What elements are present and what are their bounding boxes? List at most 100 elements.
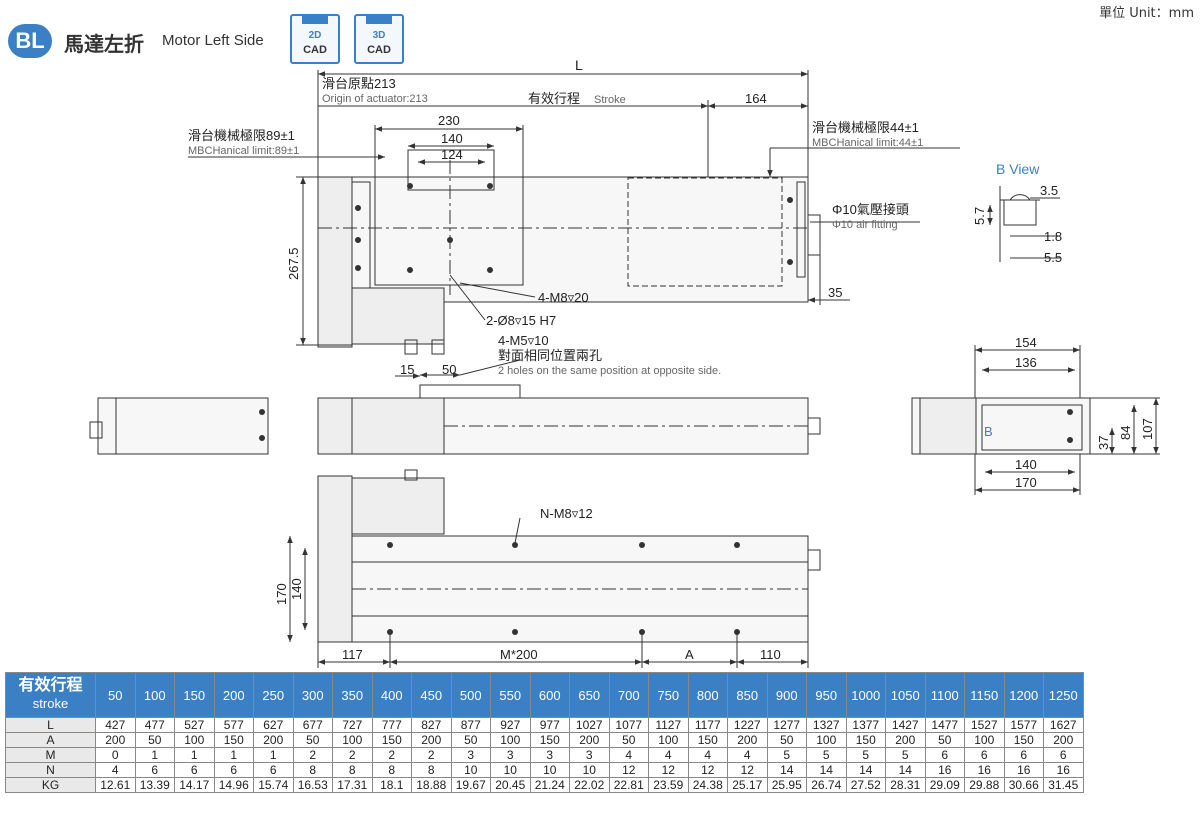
table-cell: 4 [95, 762, 136, 778]
hole-markers [259, 183, 1073, 635]
table-cell: 3 [529, 747, 570, 763]
bottom-dim-140: 140 [289, 578, 304, 600]
table-cell: 16 [964, 762, 1005, 778]
stroke-header-cell: 有效行程 stroke [5, 672, 96, 718]
table-cell: 1527 [964, 717, 1005, 733]
table-cell: 150 [1003, 732, 1044, 748]
table-cell: 22.81 [608, 777, 649, 793]
table-cell: 6 [964, 747, 1005, 763]
stroke-header-value: 300 [292, 672, 333, 718]
bview-dim-5-7: 5.7 [972, 207, 987, 225]
table-cell: 50 [924, 732, 965, 748]
table-cell: 927 [490, 717, 531, 733]
table-cell: 12.61 [95, 777, 136, 793]
table-cell: 200 [411, 732, 452, 748]
table-cell: 100 [806, 732, 847, 748]
table-cell: 23.59 [648, 777, 689, 793]
m5-holes-zh: 對面相同位置兩孔 [498, 348, 602, 363]
table-cell: 1 [213, 747, 254, 763]
table-cell: 6 [174, 762, 215, 778]
table-cell: 24.38 [687, 777, 728, 793]
table-cell: 1327 [806, 717, 847, 733]
dim-140: 140 [441, 131, 463, 146]
table-cell: 26.74 [806, 777, 847, 793]
top-dimensions [188, 70, 960, 346]
stroke-header-value: 250 [253, 672, 294, 718]
table-cell: 5 [885, 747, 926, 763]
table-cell: 200 [569, 732, 610, 748]
bottom-view [287, 469, 821, 668]
table-cell: 3 [569, 747, 610, 763]
table-cell: 14.96 [213, 777, 254, 793]
stroke-header-value: 200 [213, 672, 254, 718]
table-cell: 21.24 [529, 777, 570, 793]
table-cell: 1577 [1003, 717, 1044, 733]
folder-tab-icon [302, 14, 328, 24]
stroke-header-en: stroke [32, 696, 69, 711]
model-badge: BL [8, 24, 52, 58]
air-fitting-en: Φ10 air fitting [832, 219, 898, 231]
bview-dim-5-5: 5.5 [1044, 250, 1062, 265]
stroke-header-value: 350 [332, 672, 373, 718]
stroke-header-zh: 有效行程 [18, 677, 83, 694]
dim-124: 124 [441, 147, 463, 162]
table-cell: 100 [490, 732, 531, 748]
title-english: Motor Left Side [162, 32, 264, 49]
table-cell: 1477 [924, 717, 965, 733]
m5-holes-label: 4-M5▿10 [498, 333, 549, 348]
dim-267-5: 267.5 [286, 247, 301, 280]
bottom-dim-a: A [685, 647, 694, 662]
table-cell: 14 [845, 762, 886, 778]
stroke-header-value: 700 [608, 672, 649, 718]
stroke-header-value: 400 [371, 672, 412, 718]
side-dim-15: 15 [400, 362, 414, 377]
origin-label-en: Origin of actuator:213 [322, 93, 428, 105]
table-cell: 8 [332, 762, 373, 778]
table-cell: 50 [450, 732, 491, 748]
cad-2d-button[interactable]: 2D CAD [290, 14, 340, 64]
row-label: KG [5, 777, 96, 793]
table-cell: 2 [411, 747, 452, 763]
table-cell: 477 [134, 717, 175, 733]
bottom-dim-117: 117 [342, 647, 363, 662]
cad-2d-label: CAD [303, 44, 327, 56]
table-cell: 3 [490, 747, 531, 763]
stroke-header-value: 1000 [845, 672, 886, 718]
bview-dim-1-8: 1.8 [1044, 229, 1062, 244]
table-cell: 20.45 [490, 777, 531, 793]
dim-L: L [575, 57, 583, 73]
table-cell: 4 [648, 747, 689, 763]
table-cell: 16 [1003, 762, 1044, 778]
table-cell: 200 [253, 732, 294, 748]
table-cell: 100 [648, 732, 689, 748]
table-cell: 14.17 [174, 777, 215, 793]
table-cell: 19.67 [450, 777, 491, 793]
dowel-holes-label: 2-Ø8▿15 H7 [486, 313, 556, 328]
table-cell: 8 [411, 762, 452, 778]
table-cell: 28.31 [885, 777, 926, 793]
air-fitting-zh: Φ10氣壓接頭 [832, 202, 909, 217]
table-cell: 6 [1003, 747, 1044, 763]
table-cell: 1277 [766, 717, 807, 733]
row-label: A [5, 732, 96, 748]
mech-limit-right-en: MBCHanical limit:44±1 [812, 137, 923, 149]
table-cell: 6 [134, 762, 175, 778]
table-cell: 10 [450, 762, 491, 778]
table-cell: 727 [332, 717, 373, 733]
table-cell: 150 [687, 732, 728, 748]
table-cell: 1177 [687, 717, 728, 733]
title-chinese: 馬達左折 [64, 32, 144, 56]
stroke-header-value: 1050 [885, 672, 926, 718]
left-end-view [89, 397, 269, 455]
cad-3d-button[interactable]: 3D CAD [354, 14, 404, 64]
table-cell: 27.52 [845, 777, 886, 793]
table-cell: 977 [529, 717, 570, 733]
table-cell: 5 [806, 747, 847, 763]
stroke-label-zh: 有效行程 [528, 91, 580, 106]
stroke-header-value: 1150 [964, 672, 1005, 718]
table-cell: 14 [806, 762, 847, 778]
table-cell: 6 [1043, 747, 1084, 763]
table-cell: 777 [371, 717, 412, 733]
table-cell: 1 [134, 747, 175, 763]
